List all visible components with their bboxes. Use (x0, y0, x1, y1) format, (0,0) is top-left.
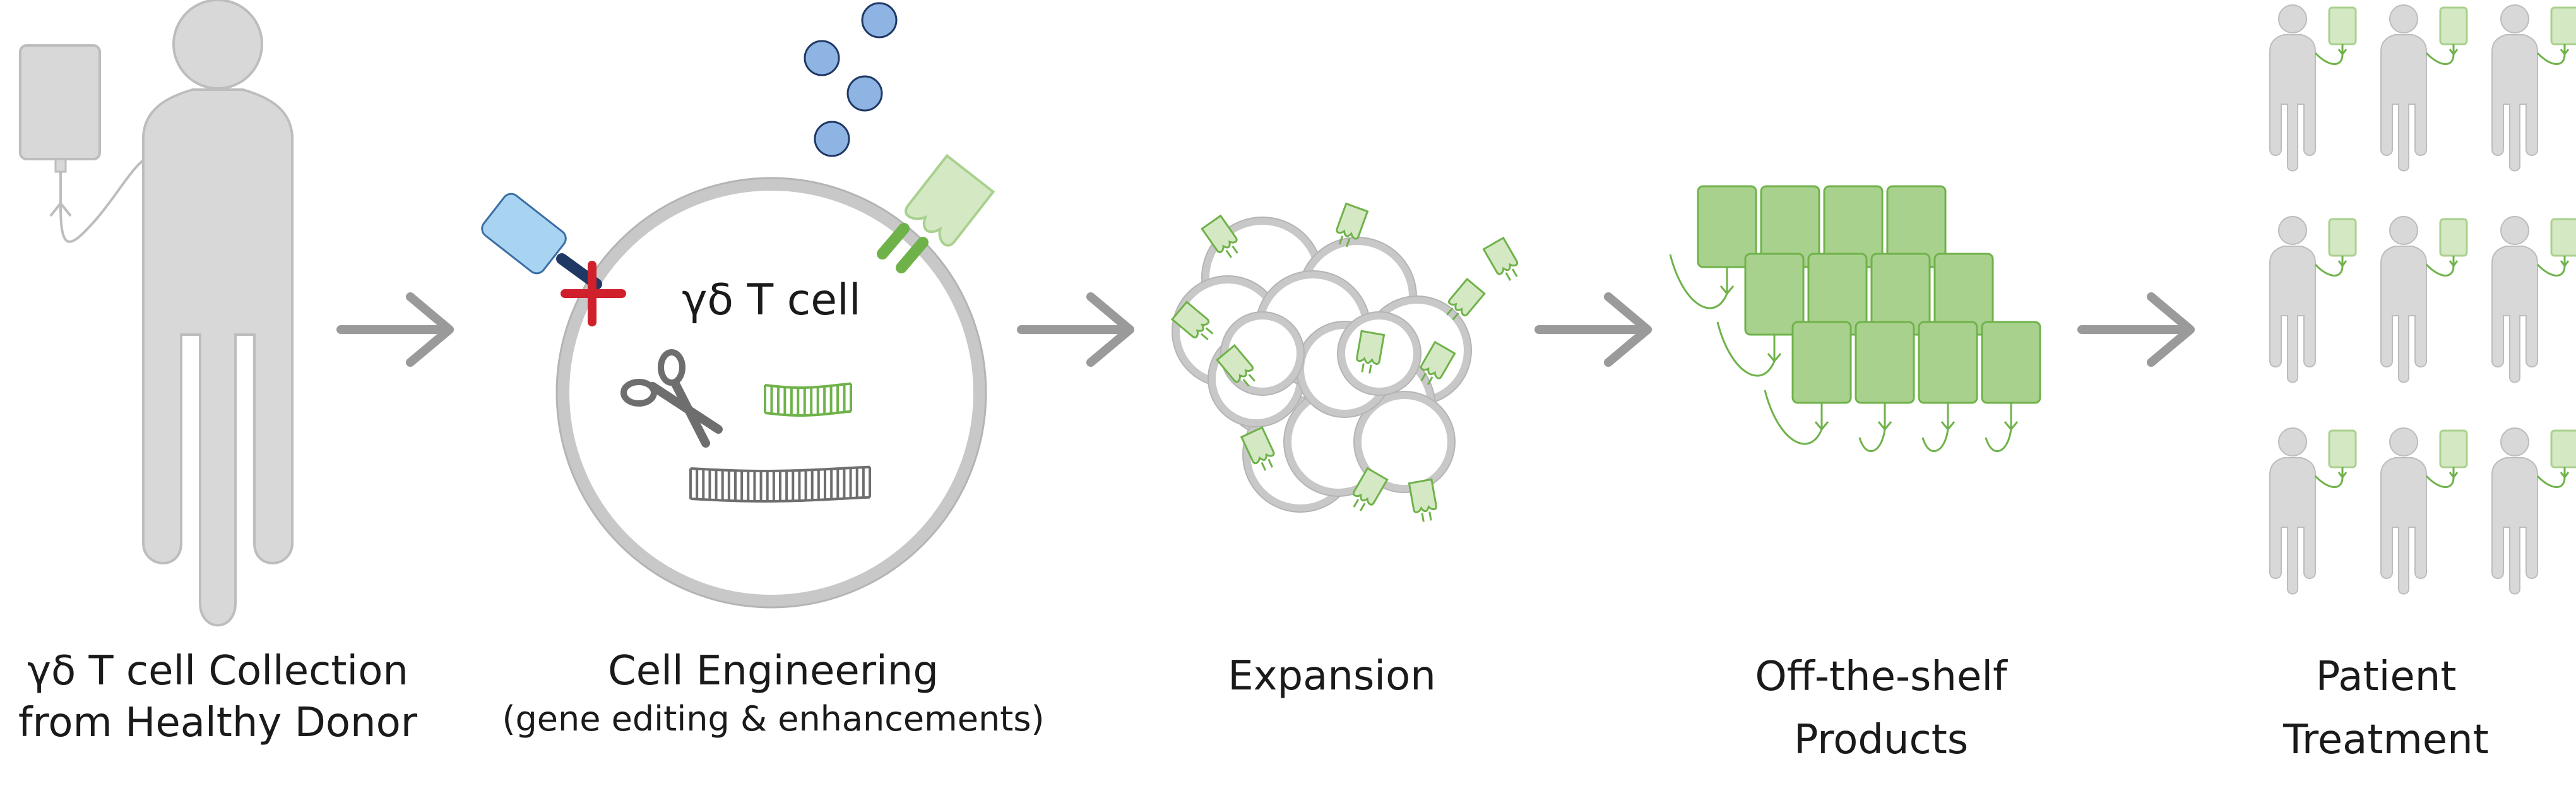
green-receptor-icon (877, 153, 995, 273)
step-subtitle: Products (1793, 717, 1969, 763)
blue-bead-icon (804, 2, 898, 157)
iv-bag-icon (19, 44, 155, 243)
step-caption-engineering: Cell Engineering (gene editing & enhance… (480, 645, 1067, 741)
step-title: γδ T cell Collection (27, 648, 408, 695)
step-caption-products: Off-the-shelf Products (1692, 645, 2070, 772)
step-caption-collection: γδ T cell Collection from Healthy Donor (0, 645, 436, 749)
green-receptor-icon (1482, 237, 1525, 285)
arrow-right-icon (1539, 297, 1647, 362)
cell-body-outline (1337, 311, 1422, 396)
arrow-right-icon (341, 297, 449, 362)
patient-person-icon (2491, 216, 2538, 383)
step-collection-graphic (19, 0, 294, 627)
donor-person-icon (142, 0, 294, 627)
step-treatment-graphic (2269, 4, 2576, 595)
step-title: Cell Engineering (608, 648, 939, 695)
cell-body (1354, 391, 1455, 492)
product-bag-icon (1669, 185, 1757, 309)
step-title: Expansion (1228, 653, 1436, 700)
step-subtitle: Treatment (2283, 717, 2489, 763)
iv-bag-icon (2314, 218, 2357, 277)
step-caption-treatment: Patient Treatment (2209, 645, 2563, 772)
cell-body-outline (1353, 391, 1456, 493)
patient-person-icon (2491, 4, 2538, 172)
step-caption-expansion: Expansion (1143, 650, 1521, 702)
iv-bag-icon (2425, 6, 2468, 65)
iv-bag-icon (2425, 218, 2468, 277)
arrow-right-icon (2082, 297, 2190, 362)
product-bag-icon (1716, 253, 1805, 377)
patient-person-icon (2380, 427, 2427, 595)
arrow-right-icon (1021, 297, 1130, 362)
step-products-graphic (1669, 185, 2041, 452)
cell-body-outline (1220, 311, 1305, 396)
iv-bag-icon (2536, 6, 2576, 65)
cell-label: γδ T cell (682, 275, 861, 325)
iv-bag-icon (2536, 429, 2576, 488)
product-bag-icon (1918, 321, 1978, 452)
green-receptor-icon (1408, 478, 1440, 525)
patient-person-icon (2491, 427, 2538, 595)
patient-person-icon (2380, 4, 2427, 172)
product-bag-icon (1855, 321, 1915, 452)
scissors-icon (620, 349, 723, 448)
product-bag-icon (1981, 321, 2041, 452)
step-title: Patient (2315, 653, 2457, 700)
iv-bag-icon (2425, 429, 2468, 488)
iv-bag-icon (2314, 6, 2357, 65)
red-x-icon (561, 261, 626, 326)
step-title: Off-the-shelf (1755, 653, 2007, 700)
step-engineering-graphic: γδ T cell (481, 2, 995, 609)
patient-person-icon (2269, 216, 2316, 383)
dna-gray-icon (689, 465, 871, 503)
blue-receptor-icon (481, 193, 602, 290)
dna-green-icon (764, 382, 852, 417)
step-subtitle: from Healthy Donor (18, 700, 418, 746)
product-bag-icon (1764, 321, 1852, 445)
iv-bag-icon (2536, 218, 2576, 277)
patient-person-icon (2380, 216, 2427, 383)
step-subtitle: (gene editing & enhancements) (502, 699, 1045, 739)
patient-person-icon (2269, 4, 2316, 172)
cell-cluster-icon (1171, 203, 1525, 525)
patient-person-icon (2269, 427, 2316, 595)
iv-bag-icon (2314, 429, 2357, 488)
